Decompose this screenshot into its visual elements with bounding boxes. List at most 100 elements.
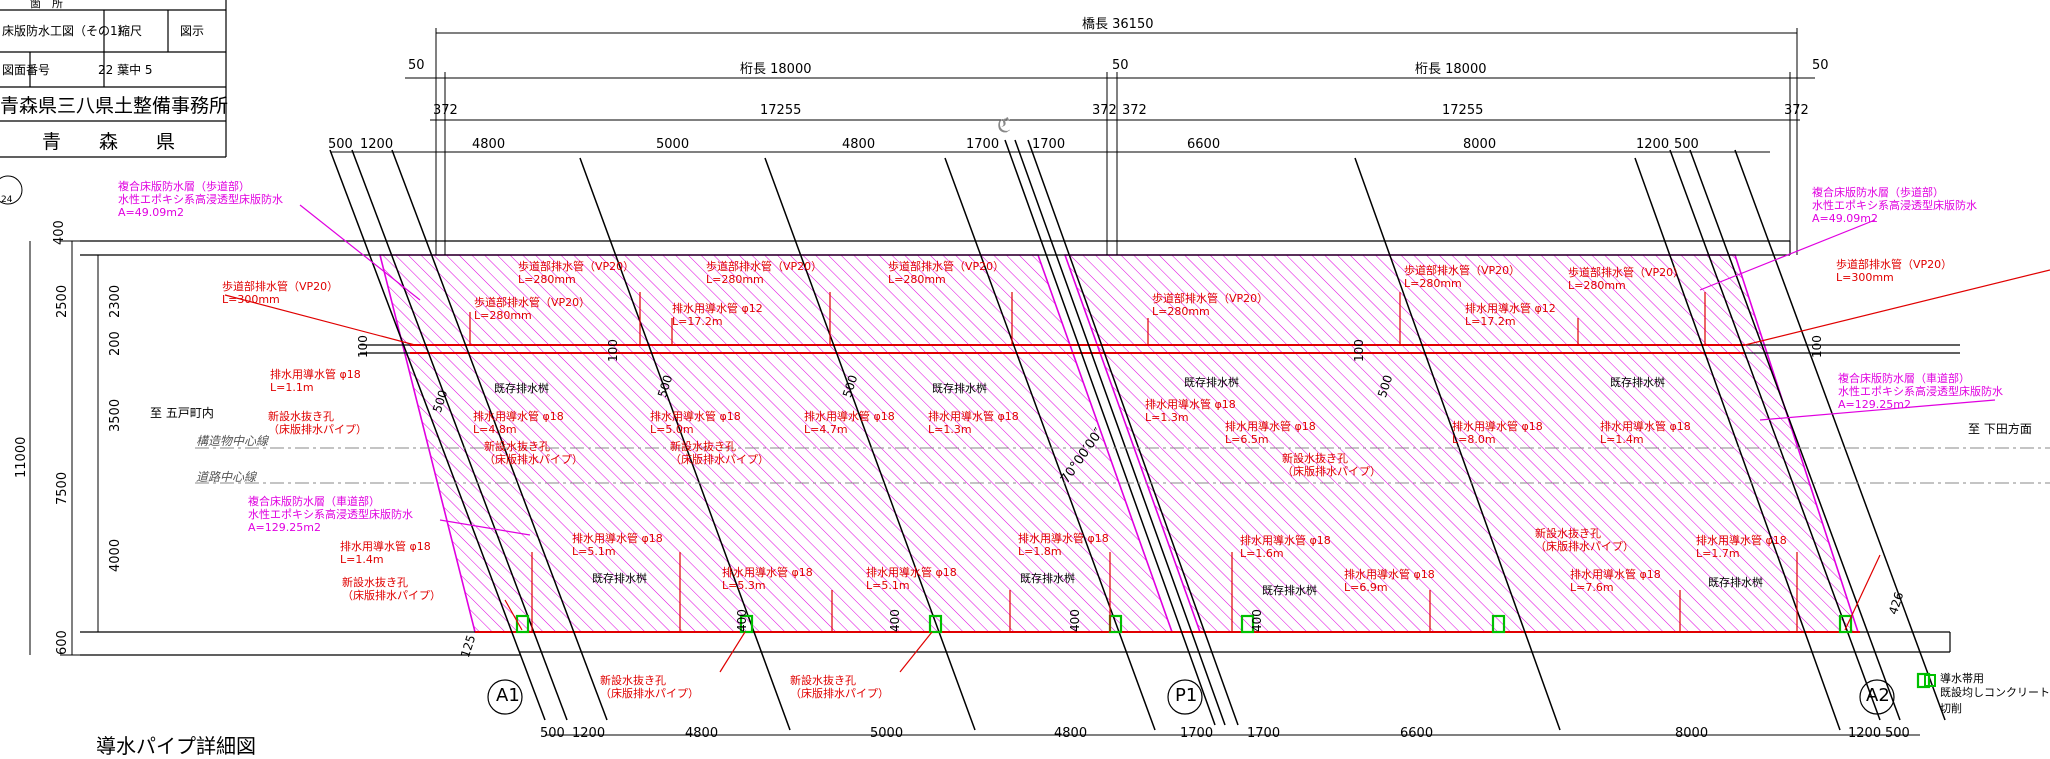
dim-left-2500: 2500 [55, 284, 70, 318]
dim-end-50-right: 50 [1812, 58, 1829, 73]
leader-lines-magenta [299, 204, 1996, 536]
new-hole-a: 新設水抜き孔（床版排水パイプ） [268, 410, 367, 436]
dim-end-50-left: 50 [408, 58, 425, 73]
dim-left-400: 400 [52, 220, 67, 245]
new-hole-h: 新設水抜き孔（床版排水パイプ） [1535, 527, 1634, 553]
dim-top-1200-right: 1200 [1636, 137, 1670, 152]
dim-top-5000: 5000 [656, 137, 690, 152]
dim-400-d: 400 [1250, 609, 1264, 632]
drain-pipe-band [410, 344, 1860, 633]
dim-400-c: 400 [1068, 609, 1082, 632]
pipe-280-b: 歩道部排水管（VP20）L=280mm [474, 296, 591, 322]
dim-top-8000: 8000 [1463, 137, 1497, 152]
centerline-mark: ℭ [997, 113, 1012, 137]
road-centerline-label: 道路中心線 [196, 470, 257, 484]
dim-372-b: 372 [1092, 103, 1117, 118]
dim-top-1700-b: 1700 [1032, 137, 1066, 152]
existing-drain-d: 既存排水桝 [1610, 376, 1665, 389]
direction-right: 至 下田方面 [1968, 422, 2032, 436]
dimension-lines [29, 28, 1920, 736]
leader-lines-red [224, 269, 2050, 673]
title-block-office: 青森県三八県土整備事務所 [0, 95, 228, 117]
direction-left: 至 五戸町内 [150, 406, 214, 420]
dim-right-100: 100 [1810, 335, 1824, 358]
pipe-280-d: 歩道部排水管（VP20）L=280mm [888, 260, 1005, 286]
title-block-location-label: 箇 所 [30, 0, 63, 10]
dim-372-c: 372 [1122, 103, 1147, 118]
dim-bottom-4800-a: 4800 [685, 726, 719, 741]
dim-bottom-6600: 6600 [1400, 726, 1434, 741]
waterproof-area [378, 254, 1860, 633]
dim-bottom-1700-a: 1700 [1180, 726, 1214, 741]
dim-17255-left: 17255 [760, 103, 802, 118]
pier-p1-circle [1167, 679, 1203, 715]
existing-drain-a: 既存排水桝 [494, 382, 549, 395]
dim-top-4800-b: 4800 [842, 137, 876, 152]
dim-top-1200-left: 1200 [360, 137, 394, 152]
abutment-a2-circle [1859, 679, 1895, 715]
dim-bottom-1200-right: 1200 [1848, 726, 1882, 741]
dim-372-d: 372 [1784, 103, 1809, 118]
pipe-280-c: 歩道部排水管（VP20）L=280mm [706, 260, 823, 286]
existing-drain-c: 既存排水桝 [1184, 376, 1239, 389]
pipe-280-f: 歩道部排水管（VP20）L=280mm [1404, 264, 1521, 290]
dim-left-600: 600 [55, 630, 70, 655]
skew-lines [329, 139, 1946, 731]
new-hole-d: 新設水抜き孔（床版排水パイプ） [1282, 452, 1381, 478]
bottom-title: 導水パイプ詳細図 [96, 734, 256, 758]
title-block-drawing-name: 床版防水工図（その1） [2, 23, 130, 38]
legend-text-1: 導水帯用 [1940, 672, 1984, 685]
pipe-280-g: 歩道部排水管（VP20）L=280mm [1568, 266, 1685, 292]
support-markers [487, 679, 1895, 715]
centerlines [195, 447, 2050, 484]
dim-left-2300: 2300 [108, 284, 123, 318]
dim-bridge-length: 橋長 36150 [1082, 17, 1154, 32]
pipe-280-a: 歩道部排水管（VP20）L=280mm [518, 260, 635, 286]
existing-drain-e: 既存排水桝 [592, 572, 647, 585]
title-block-drawing-number-label: 図面番号 [2, 63, 50, 77]
abutment-a1-label: A1 [496, 685, 520, 706]
title-block-prefecture: 青 森 県 [42, 131, 175, 153]
dim-left-100: 100 [356, 335, 370, 358]
dim-bottom-4800-b: 4800 [1054, 726, 1088, 741]
new-hole-g: 新設水抜き孔（床版排水パイプ） [790, 674, 889, 700]
dim-100-mid-b: 100 [1352, 339, 1366, 362]
abutment-a2-label: A2 [1866, 685, 1890, 706]
dim-400-a: 400 [735, 609, 749, 632]
sheet-ref-circle [0, 175, 23, 205]
drain-boxes [515, 614, 1931, 689]
existing-drain-g: 既存排水桝 [1262, 584, 1317, 597]
existing-drain-f: 既存排水桝 [1020, 572, 1075, 585]
dim-left-4000: 4000 [108, 538, 123, 572]
dim-top-1700-a: 1700 [966, 137, 1000, 152]
pipe-vp20-left: 歩道部排水管（VP20）L=300mm [222, 280, 339, 306]
new-hole-c: 新設水抜き孔（床版排水パイプ） [670, 440, 769, 466]
dim-girder-right: 桁長 18000 [1415, 62, 1487, 77]
new-hole-e: 新設水抜き孔（床版排水パイプ） [342, 576, 441, 602]
dim-bottom-5000: 5000 [870, 726, 904, 741]
title-block-sheet-count: 22 葉中 5 [98, 62, 153, 77]
legend-text-2: 既設均しコンクリート切削 [1940, 686, 2050, 715]
